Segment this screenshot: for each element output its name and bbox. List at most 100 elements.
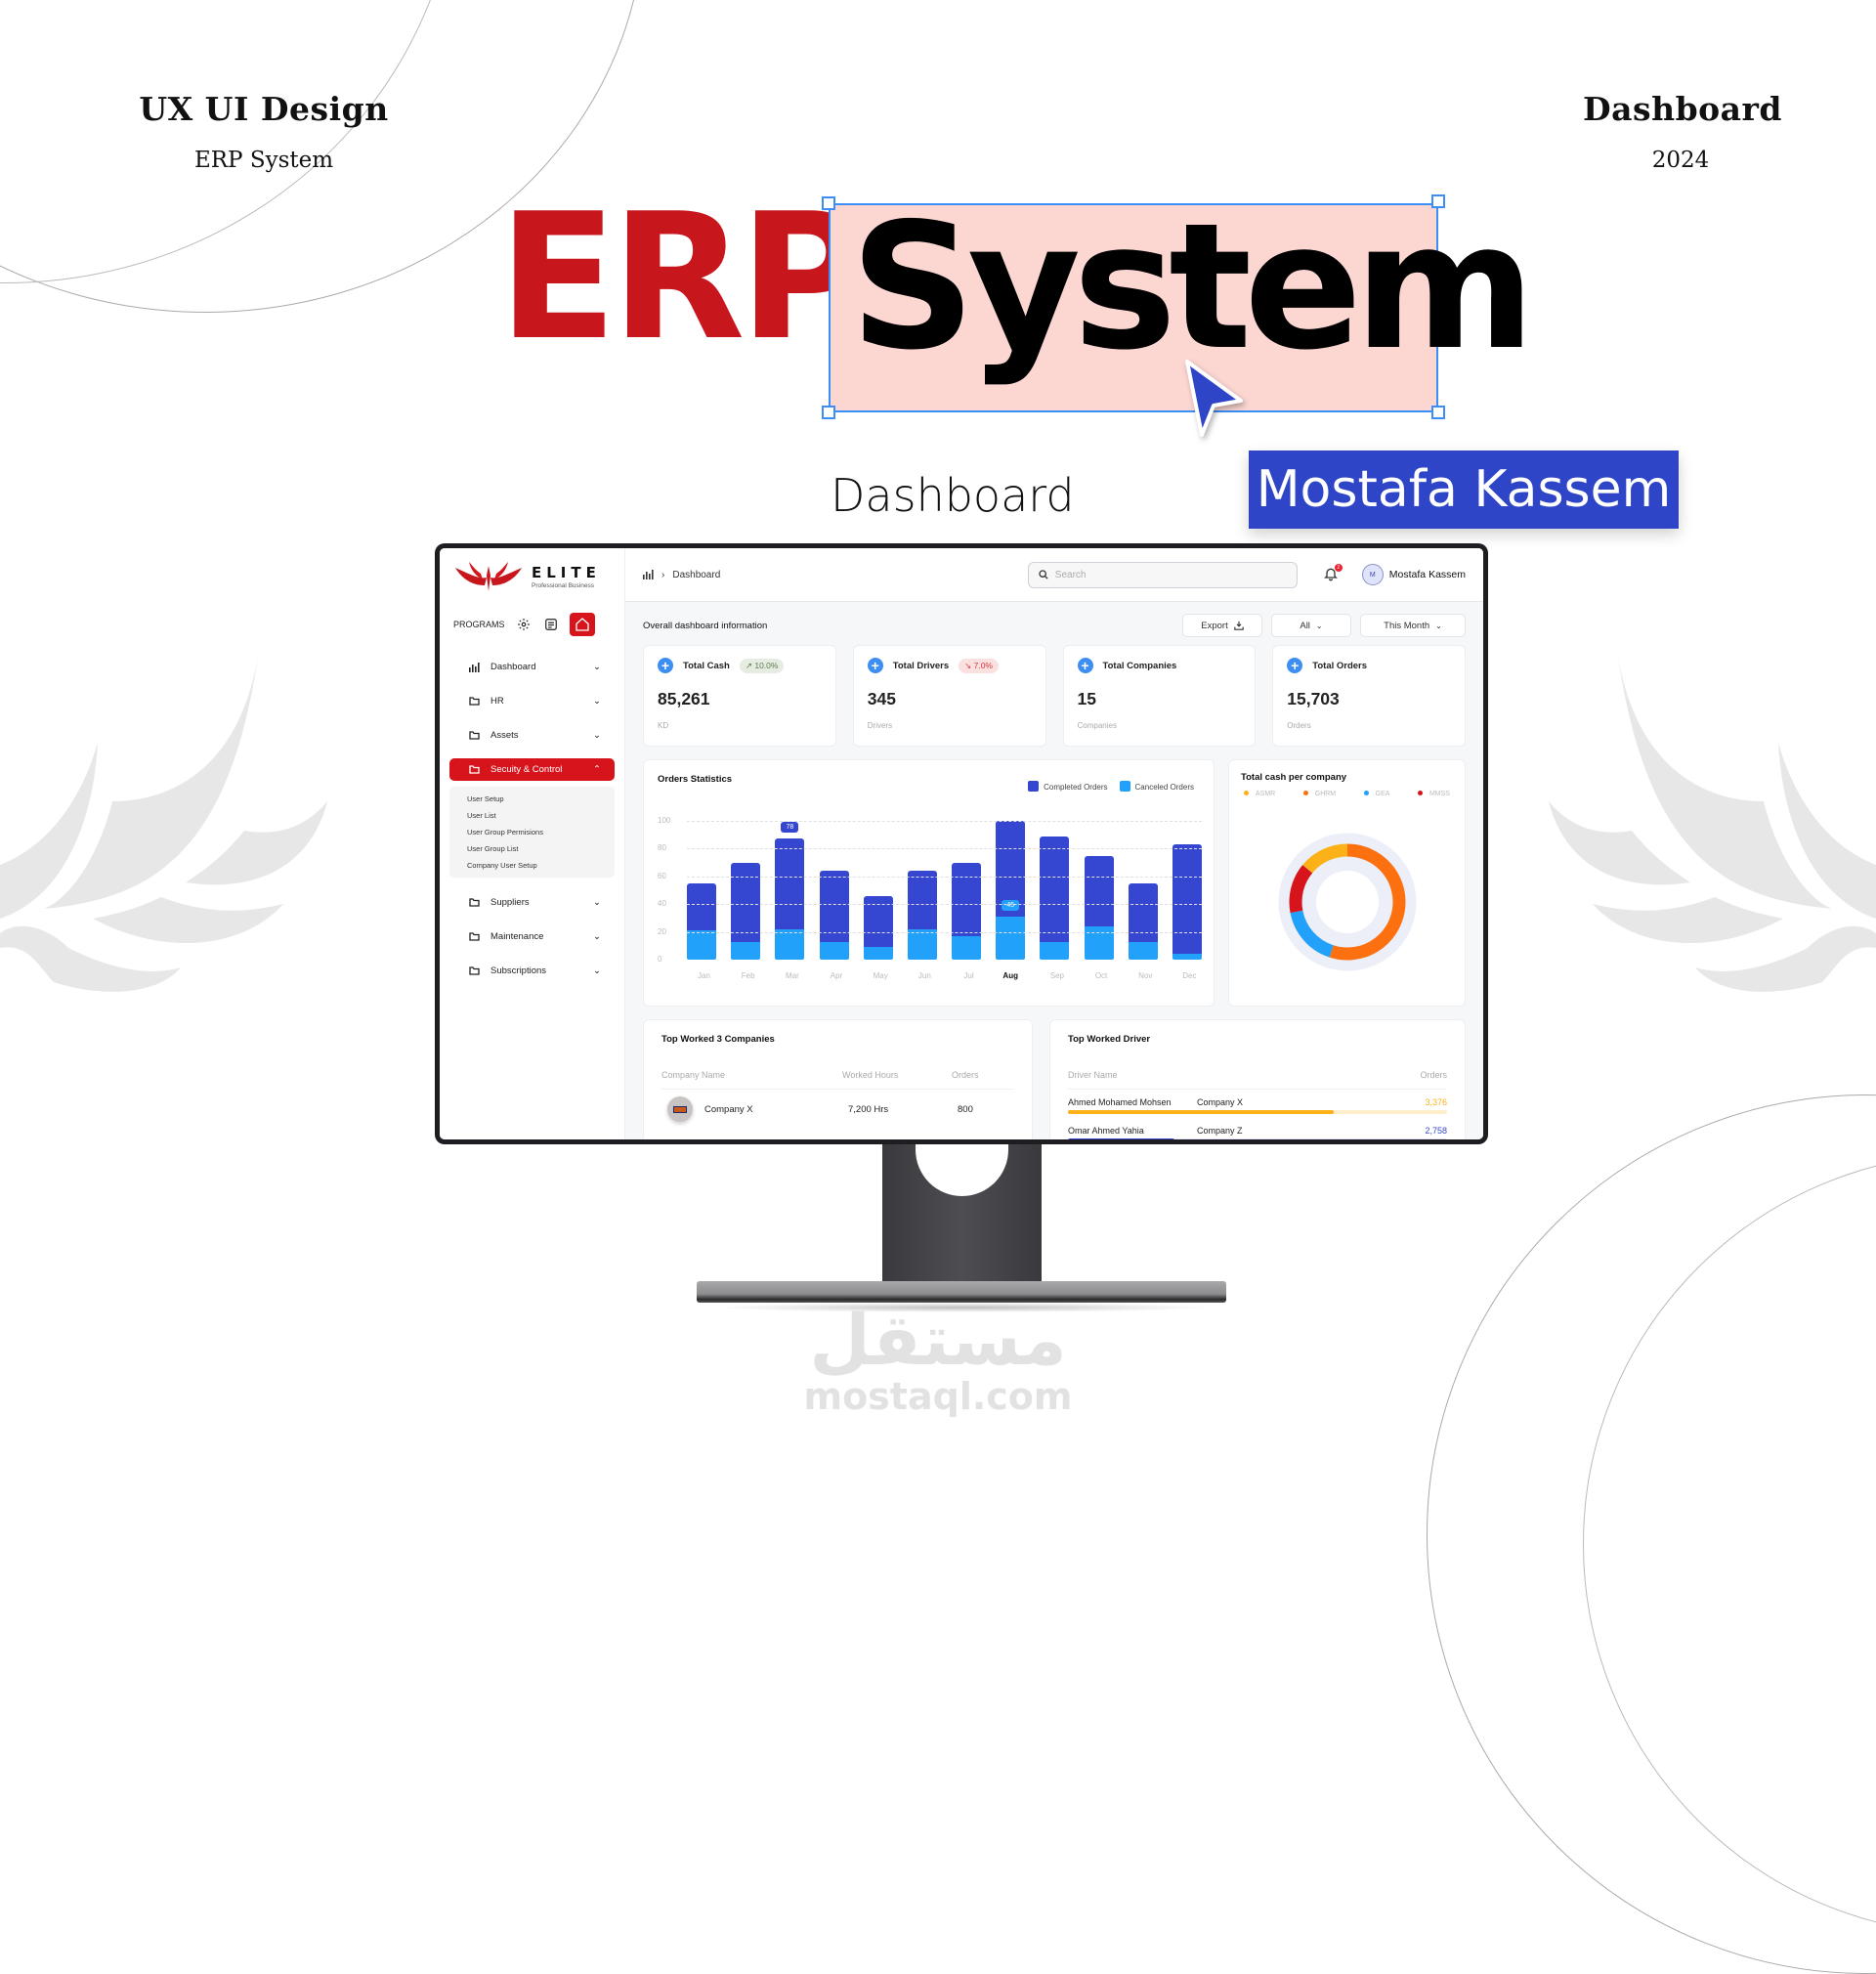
worked-hours: 7,200 Hrs — [848, 1103, 889, 1115]
bar-oct[interactable]: Oct — [1084, 821, 1114, 980]
sidebar-item-dashboard[interactable]: Dashboard ⌄ — [449, 650, 615, 684]
donut-segment-mmss[interactable] — [1289, 865, 1313, 914]
driver-row[interactable]: Omar Ahmed Yahia Company Z 2,758 — [1068, 1126, 1447, 1139]
plus-circle-icon[interactable]: + — [1077, 658, 1093, 673]
notifications-button[interactable]: 2 — [1323, 564, 1343, 583]
filter-dropdown[interactable]: All ⌄ — [1271, 614, 1351, 637]
hero-system: System — [850, 186, 1535, 388]
sidebar-item-maintenance[interactable]: Maintenance ⌄ — [449, 920, 615, 954]
legend-gea[interactable]: GEA — [1363, 791, 1389, 797]
donut-segment-ghrm[interactable] — [1329, 843, 1406, 961]
filter-bar: Export All ⌄ This Month ⌄ — [1182, 614, 1466, 637]
programs-label: PROGRAMS — [453, 620, 505, 629]
sidebar-item-label: Maintenance — [490, 931, 544, 942]
filter-value: All — [1300, 620, 1310, 631]
table-header: Driver Name Orders — [1068, 1070, 1447, 1090]
plus-circle-icon[interactable]: + — [1287, 658, 1303, 673]
chevron-up-icon: ⌃ — [593, 764, 601, 775]
sidebar-item-hr[interactable]: HR ⌄ — [449, 684, 615, 718]
export-button[interactable]: Export — [1182, 614, 1262, 637]
author-badge: Mostafa Kassem — [1249, 451, 1679, 529]
settings-gear-icon[interactable] — [515, 616, 533, 633]
home-button[interactable] — [569, 613, 595, 636]
bar-feb[interactable]: Feb — [731, 821, 761, 980]
driver-name: Omar Ahmed Yahia — [1068, 1126, 1144, 1136]
stat-unit: Orders — [1287, 721, 1311, 730]
y-tick-label: 100 — [658, 816, 671, 825]
stat-card-total-cash: + Total Cash ↗ 10.0% 85,261 KD — [643, 645, 836, 747]
progress-bar — [1068, 1110, 1447, 1114]
x-tick-label: May — [873, 971, 888, 980]
progress-bar — [1068, 1138, 1447, 1139]
submenu-item-company-user-setup[interactable]: Company User Setup — [467, 861, 537, 870]
submenu-item-user-list[interactable]: User List — [467, 811, 496, 820]
sidebar-item-assets[interactable]: Assets ⌄ — [449, 718, 615, 752]
submenu-item-user-group-permissions[interactable]: User Group Permisions — [467, 828, 543, 837]
chevron-right-icon: › — [661, 569, 665, 580]
logo[interactable]: ELITE Professional Business — [451, 560, 615, 593]
chevron-down-icon: ⌄ — [1435, 621, 1442, 630]
period-value: This Month — [1384, 620, 1430, 631]
stat-label: Total Companies — [1102, 660, 1177, 671]
bar-jul[interactable]: Jul — [952, 821, 982, 980]
user-menu[interactable]: M Mostafa Kassem — [1361, 564, 1466, 585]
trend-down-badge: ↘ 7.0% — [959, 658, 999, 673]
sidebar-item-security-control[interactable]: Secuity & Control ⌃ — [449, 758, 615, 781]
table-row[interactable]: Company X 7,200 Hrs 800 — [661, 1090, 1014, 1129]
driver-orders: 2,758 — [1425, 1126, 1447, 1136]
legend-asmr[interactable]: ASMR — [1244, 791, 1275, 797]
year: 2024 — [1651, 148, 1710, 173]
x-tick-label: Sep — [1049, 971, 1064, 980]
chevron-down-icon: ⌄ — [593, 662, 601, 672]
bar-apr[interactable]: Apr — [819, 821, 849, 980]
sidebar-item-subscriptions[interactable]: Subscriptions ⌄ — [449, 954, 615, 988]
watermark-url: mostaql.com — [803, 1375, 1073, 1418]
legend-canceled[interactable]: Canceled Orders — [1119, 781, 1194, 792]
document-icon[interactable] — [542, 616, 560, 633]
bar-sep[interactable]: Sep — [1040, 821, 1070, 980]
gridline — [687, 904, 1202, 906]
topbar: › Dashboard Search 2 M Mostafa Kassem — [625, 548, 1483, 602]
breadcrumb-current[interactable]: Dashboard — [672, 569, 721, 580]
chart-legend: Completed Orders Canceled Orders — [1028, 781, 1194, 792]
stat-unit: Drivers — [867, 721, 893, 730]
plus-circle-icon[interactable]: + — [658, 658, 673, 673]
bar-jan[interactable]: Jan — [687, 821, 716, 980]
project-subtitle: ERP System — [193, 148, 334, 173]
x-tick-label: Oct — [1094, 971, 1108, 980]
y-tick-label: 0 — [658, 955, 662, 964]
logo-name: ELITE — [532, 564, 601, 581]
submenu-item-user-setup[interactable]: User Setup — [467, 794, 504, 803]
card-title: Orders Statistics — [658, 774, 733, 785]
folder-icon — [469, 765, 483, 774]
bar-dec[interactable]: Dec — [1172, 821, 1202, 980]
resize-handle — [1431, 406, 1445, 419]
driver-orders: 3,376 — [1425, 1097, 1447, 1107]
search-input[interactable]: Search — [1027, 561, 1298, 588]
donut-segment-gea[interactable] — [1290, 910, 1334, 958]
stat-card-total-orders: + Total Orders 15,703 Orders — [1272, 645, 1466, 747]
bar-jun[interactable]: Jun — [907, 821, 937, 980]
resize-handle — [822, 196, 835, 210]
plus-circle-icon[interactable]: + — [867, 658, 883, 673]
legend-completed[interactable]: Completed Orders — [1028, 781, 1108, 792]
y-tick-label: 80 — [658, 843, 666, 853]
export-label: Export — [1201, 620, 1228, 631]
legend-ghrm[interactable]: GHRM — [1302, 791, 1336, 797]
table-header: Company Name Worked Hours Orders — [661, 1070, 1014, 1090]
project-label: UX UI Design ERP System — [137, 90, 391, 173]
bar-nov[interactable]: Nov — [1128, 821, 1158, 980]
legend-mmss[interactable]: MMSS — [1417, 791, 1450, 797]
driver-row[interactable]: Ahmed Mohamed Mohsen Company X 3,376 — [1068, 1097, 1447, 1114]
donut-segment-asmr[interactable] — [1302, 843, 1348, 874]
stat-card-total-companies: + Total Companies 15 Companies — [1062, 645, 1257, 747]
period-dropdown[interactable]: This Month ⌄ — [1360, 614, 1466, 637]
sidebar-item-label: Subscriptions — [490, 966, 547, 976]
chevron-down-icon: ⌄ — [593, 966, 601, 976]
submenu-item-user-group-list[interactable]: User Group List — [467, 844, 519, 853]
sidebar-item-suppliers[interactable]: Suppliers ⌄ — [449, 885, 615, 920]
bar-may[interactable]: May — [863, 821, 893, 980]
